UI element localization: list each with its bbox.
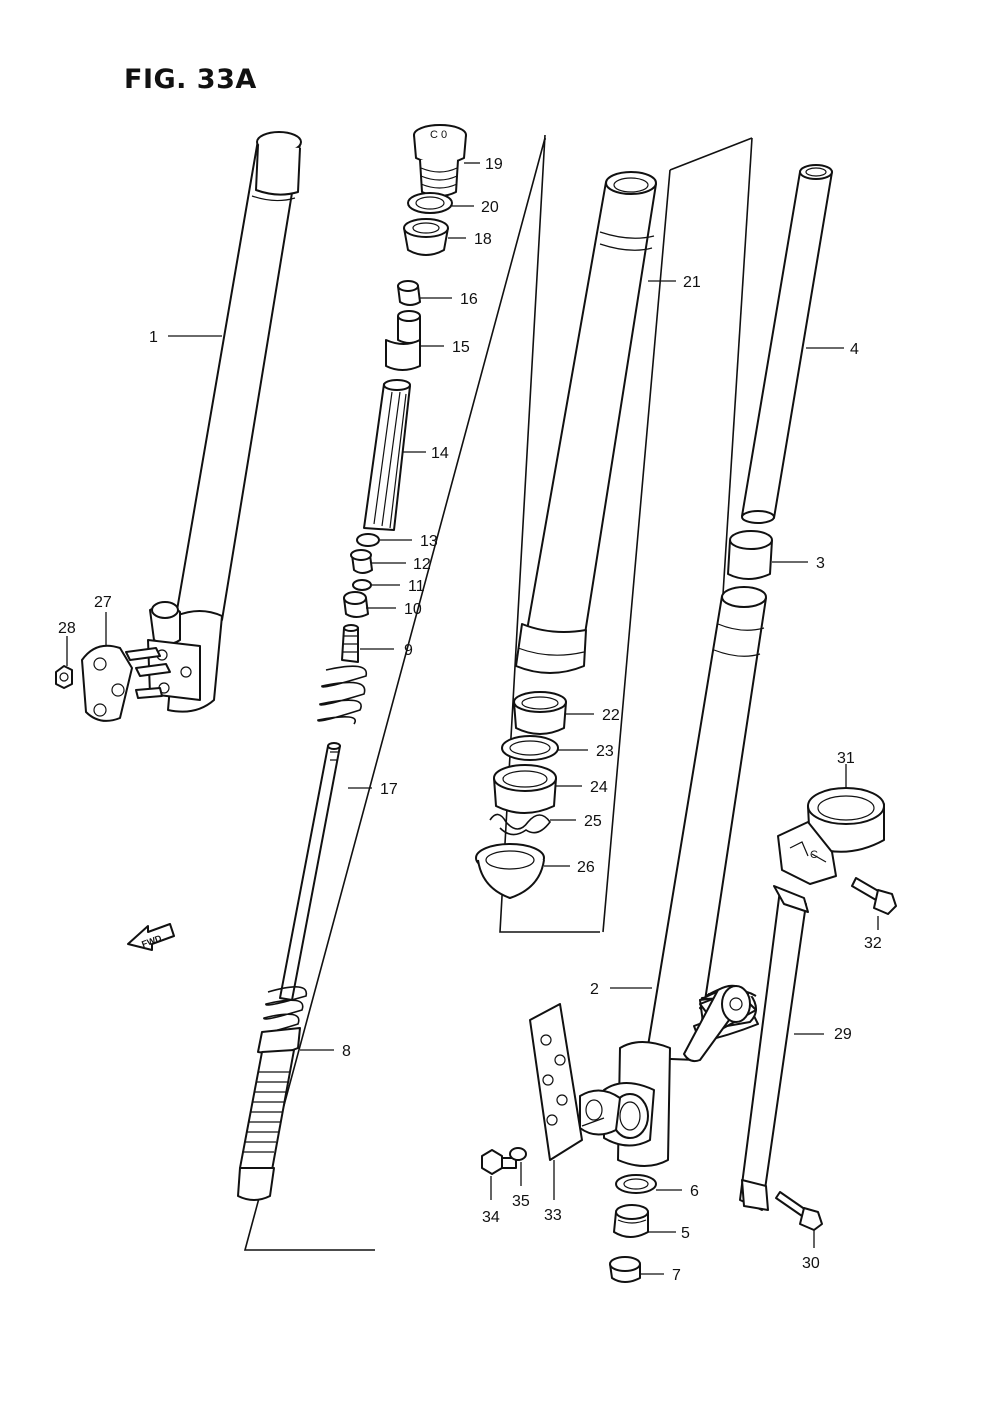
part-2-outer-tube — [579, 586, 767, 1167]
damper-group-outline — [243, 137, 546, 1251]
part-9-piston-rod-tip — [317, 624, 368, 725]
part-23-washer — [501, 735, 559, 761]
callout-12: 12 — [413, 556, 431, 573]
callout-34: 34 — [482, 1209, 500, 1226]
part-33-plate — [529, 1003, 583, 1161]
part-5-bolt — [613, 1204, 649, 1238]
part-18-spacer — [403, 218, 449, 256]
callout-32: 32 — [864, 935, 882, 952]
part-29-fork-guard — [739, 885, 809, 1211]
callout-25: 25 — [584, 813, 602, 830]
cylinder-group-outline-left — [499, 134, 600, 933]
callout-8: 8 — [342, 1043, 351, 1060]
callout-7: 7 — [672, 1267, 681, 1284]
part-7-cap — [609, 1256, 641, 1283]
callout-29: 29 — [834, 1026, 852, 1043]
part-6-gasket-inner — [623, 1178, 649, 1190]
part-19-cap-bolt: C 0 — [413, 124, 467, 197]
part-20-o-ring-inner — [415, 196, 445, 210]
callout-6: 6 — [690, 1183, 699, 1200]
fwd-arrow-icon: FWD — [127, 923, 175, 951]
callout-26: 26 — [577, 859, 595, 876]
callout-30: 30 — [802, 1255, 820, 1272]
part-8-damper-rod-assembly — [237, 986, 308, 1201]
callout-20: 20 — [481, 199, 499, 216]
part-17-rod — [279, 742, 341, 1001]
part-26-dust-seal — [475, 843, 545, 899]
part-15-adjuster — [385, 310, 421, 371]
part-6-gasket — [615, 1174, 657, 1194]
part-21-inner-tube — [515, 171, 657, 674]
callout-27: 27 — [94, 594, 112, 611]
outline-link — [669, 137, 753, 171]
part-16-nut — [397, 280, 421, 306]
callout-19: 19 — [485, 156, 503, 173]
callout-23: 23 — [596, 743, 614, 760]
figure-title: FIG. 33A — [124, 64, 257, 95]
callout-4: 4 — [850, 341, 859, 358]
callout-labels: 1 2 3 4 5 6 7 8 9 10 11 12 13 14 15 16 1… — [58, 156, 882, 1284]
callout-24: 24 — [590, 779, 608, 796]
callout-16: 16 — [460, 291, 478, 308]
callout-2: 2 — [590, 981, 599, 998]
callout-17: 17 — [380, 781, 398, 798]
callout-15: 15 — [452, 339, 470, 356]
part-31-clamp: C — [777, 787, 885, 885]
callout-22: 22 — [602, 707, 620, 724]
part-10-nut — [343, 591, 369, 618]
callout-14: 14 — [431, 445, 449, 462]
part-22-bush — [513, 691, 567, 735]
part-30-bolt — [775, 1191, 823, 1231]
callout-10: 10 — [404, 601, 422, 618]
cylinder-group-outline-right — [602, 169, 671, 933]
part-23-washer-inner — [509, 740, 551, 756]
part-14-spring-guide — [363, 379, 411, 531]
part-28-nut — [55, 665, 73, 689]
callout-21: 21 — [683, 274, 701, 291]
callout-35: 35 — [512, 1193, 530, 1210]
svg-text:C 0: C 0 — [430, 129, 447, 141]
callout-13: 13 — [420, 533, 438, 550]
callout-1: 1 — [149, 329, 158, 346]
leader-lines — [66, 162, 879, 1275]
callout-3: 3 — [816, 555, 825, 572]
part-11-ring — [352, 579, 372, 591]
svg-text:C: C — [810, 849, 818, 861]
part-13-ring — [356, 533, 380, 547]
part-24-oil-seal — [493, 764, 557, 814]
part-32-bolt — [851, 877, 897, 915]
part-35-washer — [509, 1147, 527, 1161]
callout-11: 11 — [408, 578, 425, 595]
part-25-stopper-ring — [489, 813, 551, 836]
part-12-nut — [350, 549, 373, 574]
part-3-bush — [727, 530, 773, 580]
callout-5: 5 — [681, 1225, 690, 1242]
callout-28: 28 — [58, 620, 76, 637]
callout-33: 33 — [544, 1207, 562, 1224]
callout-9: 9 — [404, 642, 413, 659]
part-20-o-ring — [407, 192, 453, 214]
part-27-axle-holder — [81, 644, 171, 722]
part-1-outer-tube — [147, 131, 302, 713]
callout-31: 31 — [837, 750, 855, 767]
part-4-tube — [741, 164, 833, 524]
callout-18: 18 — [474, 231, 492, 248]
